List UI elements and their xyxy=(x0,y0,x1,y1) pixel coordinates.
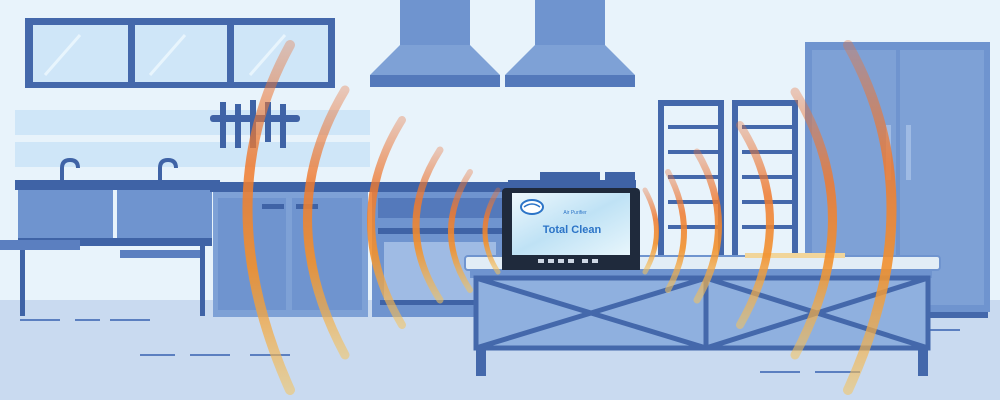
wall-shelf-upper xyxy=(15,110,370,135)
air-waves-right xyxy=(642,40,897,395)
sink-unit xyxy=(0,157,220,316)
tray-rack-left xyxy=(658,100,724,255)
device-caption: Air Purifier xyxy=(563,210,587,216)
counter-cabinets xyxy=(210,182,370,317)
device-buttons xyxy=(538,259,598,263)
device-brand-label: Total Clean xyxy=(543,224,602,236)
range-hood-left xyxy=(370,0,500,87)
air-purifier-device: Air Purifier Total Clean xyxy=(502,172,640,270)
device-logo-icon xyxy=(520,199,544,215)
air-waves-left xyxy=(242,40,501,395)
range-hood-right xyxy=(505,0,635,87)
